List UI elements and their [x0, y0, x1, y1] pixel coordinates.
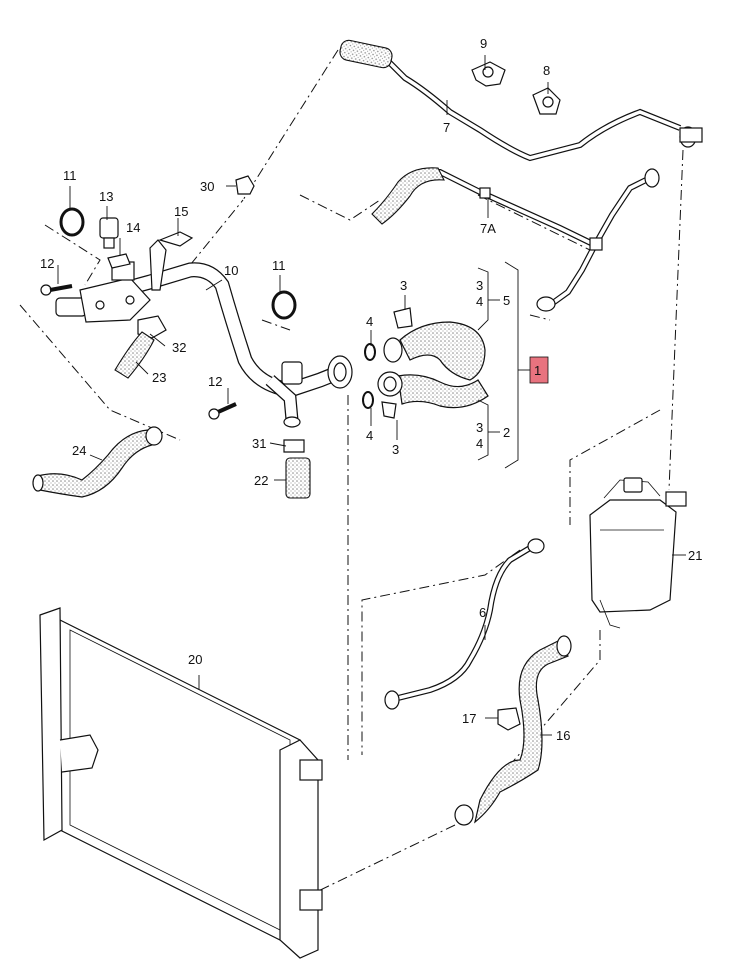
part-12-bolt [40, 284, 73, 296]
label-10: 10 [224, 263, 238, 278]
part-labels: 9 8 7 7A 30 11 13 14 15 12 10 11 32 23 2… [40, 36, 702, 743]
part-31-hose-clamp [283, 439, 305, 453]
part-6-coolant-pipe [384, 538, 545, 710]
label-16: 16 [556, 728, 570, 743]
part-8-clip [532, 87, 561, 115]
label-11: 11 [63, 168, 77, 183]
label-4: 4 [366, 428, 373, 443]
label-21: 21 [688, 548, 702, 563]
part-2-coolant-hose [377, 371, 489, 409]
label-4: 4 [476, 436, 483, 451]
label-31: 31 [252, 436, 266, 451]
label-4: 4 [476, 294, 483, 309]
part-7a-coolant-pipe [371, 167, 660, 312]
part-13-temperature-sender [99, 217, 119, 249]
label-3: 3 [392, 442, 399, 457]
part-30-bleed-screw [235, 175, 255, 195]
label-20: 20 [188, 652, 202, 667]
part-12-bolt [208, 402, 237, 420]
label-14: 14 [126, 220, 140, 235]
part-4-o-ring [362, 391, 374, 409]
label-12: 12 [40, 256, 54, 271]
part-15-retaining-clip [158, 231, 194, 247]
label-5: 5 [503, 293, 510, 308]
label-13: 13 [99, 189, 113, 204]
label-15: 15 [174, 204, 188, 219]
part-21-coolant-expansion-tank [589, 477, 687, 629]
label-4: 4 [366, 314, 373, 329]
part-9-clip [471, 61, 506, 87]
label-17: 17 [462, 711, 476, 726]
label-32: 32 [172, 340, 186, 355]
label-11: 11 [272, 258, 286, 273]
label-30: 30 [200, 179, 214, 194]
part-24-coolant-hose [32, 426, 163, 498]
label-3: 3 [476, 278, 483, 293]
label-9: 9 [480, 36, 487, 51]
label-7: 7 [443, 120, 450, 135]
part-11-seal-ring [271, 290, 297, 320]
part-3-spring-clamp [381, 401, 397, 419]
part-4-o-ring [364, 343, 376, 361]
part-7-coolant-pipe [339, 39, 703, 162]
label-12: 12 [208, 374, 222, 389]
part-10-coolant-flange-pipe [55, 239, 353, 428]
part-23-coolant-hose [114, 331, 155, 379]
label-3: 3 [400, 278, 407, 293]
label-3: 3 [476, 420, 483, 435]
label-22: 22 [254, 473, 268, 488]
label-6: 6 [479, 605, 486, 620]
leader-lines [57, 55, 686, 736]
label-2: 2 [503, 425, 510, 440]
part-22-coolant-hose [285, 457, 311, 499]
part-20-radiator [39, 607, 323, 959]
part-16-coolant-hose [454, 635, 572, 826]
part-32-hose-clamp [137, 315, 167, 339]
label-24: 24 [72, 443, 86, 458]
part-11-seal-ring [59, 207, 85, 237]
part-5-coolant-hose [383, 321, 486, 381]
label-23: 23 [152, 370, 166, 385]
part-3-spring-clamp [393, 307, 413, 329]
part-17-hose-clip [497, 707, 521, 731]
label-7a: 7A [480, 221, 496, 236]
label-8: 8 [543, 63, 550, 78]
label-1: 1 [534, 363, 541, 378]
